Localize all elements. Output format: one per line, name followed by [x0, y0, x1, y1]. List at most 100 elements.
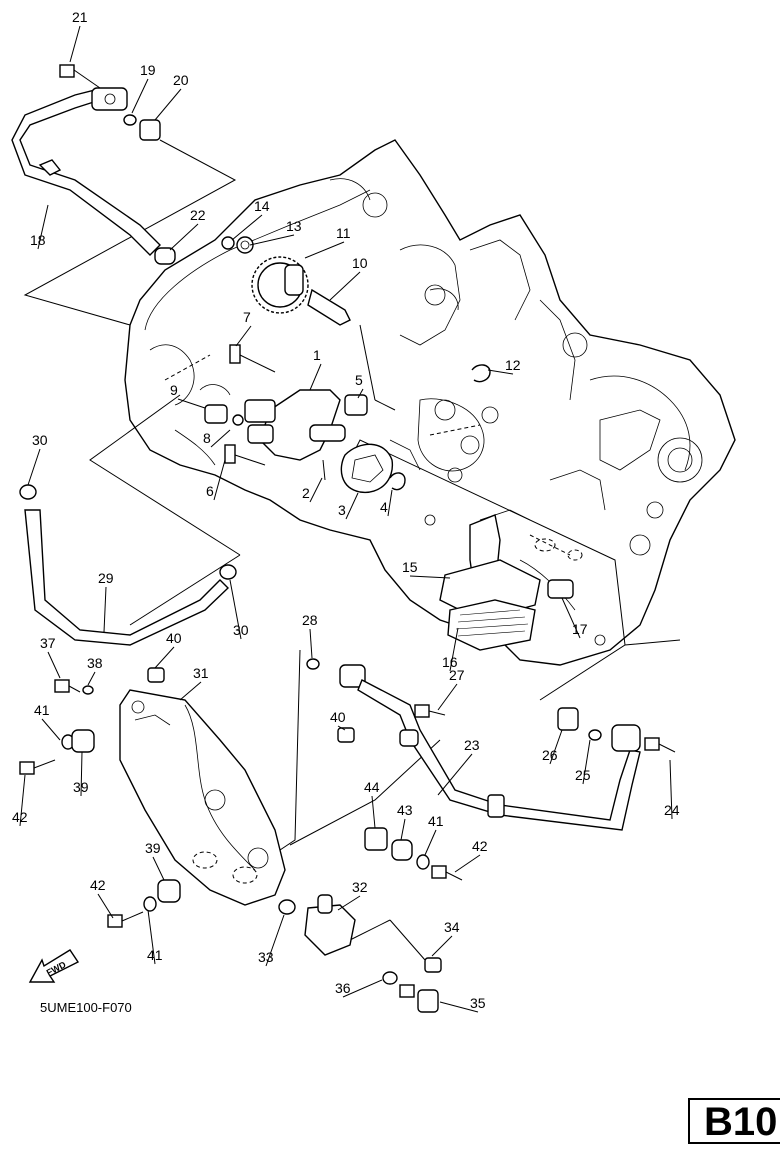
- leader-line: [304, 241, 345, 259]
- part-label: 35: [470, 995, 486, 1011]
- leader-line: [342, 979, 383, 998]
- part-label: 21: [72, 9, 88, 25]
- part-label: 38: [87, 655, 103, 671]
- part-label: 32: [352, 879, 368, 895]
- part-label: 9: [170, 382, 178, 398]
- leader-line: [80, 751, 83, 797]
- leader-line: [345, 492, 359, 520]
- leader-line: [309, 363, 322, 391]
- leader-line: [229, 579, 242, 640]
- part-label: 27: [449, 667, 465, 683]
- fwd-arrow: FWD: [28, 949, 80, 983]
- leader-line: [337, 895, 361, 911]
- leader-line: [103, 586, 107, 633]
- leader-line: [69, 25, 81, 63]
- leader-line: [19, 774, 26, 827]
- part-label: 6: [206, 483, 214, 499]
- leader-line: [249, 234, 295, 246]
- part-label: 23: [464, 737, 480, 753]
- oil-pipe-lower: [306, 658, 676, 881]
- part-label: 37: [40, 635, 56, 651]
- part-label: 33: [258, 949, 274, 965]
- part-label: 31: [193, 665, 209, 681]
- part-label: 15: [402, 559, 418, 575]
- leader-line: [210, 429, 231, 448]
- leader-line: [337, 725, 346, 731]
- leader-line: [439, 1001, 479, 1013]
- oil-strainer: [439, 514, 574, 651]
- part-label: 36: [335, 980, 351, 996]
- leader-line: [669, 759, 673, 820]
- leader-line: [154, 88, 182, 121]
- leader-line: [213, 459, 226, 501]
- part-label: 34: [444, 919, 460, 935]
- part-label: 12: [505, 357, 521, 373]
- leader-line: [454, 854, 481, 873]
- leader-line: [152, 856, 165, 881]
- part-label: 20: [173, 72, 189, 88]
- leader-line: [409, 575, 451, 579]
- crankcase-cover: [19, 667, 355, 928]
- part-label: 19: [140, 62, 156, 78]
- part-label: 40: [166, 630, 182, 646]
- leader-line: [265, 914, 285, 967]
- part-label: 30: [233, 622, 249, 638]
- leader-line: [47, 651, 61, 679]
- part-label: 26: [542, 747, 558, 763]
- part-label: 42: [12, 809, 28, 825]
- leader-line: [424, 829, 437, 856]
- leader-line: [449, 627, 459, 672]
- leader-line: [437, 753, 473, 796]
- leader-line: [437, 683, 458, 711]
- leader-line: [549, 729, 563, 765]
- part-label: 42: [472, 838, 488, 854]
- part-label: 44: [364, 779, 380, 795]
- leader-line: [41, 718, 61, 741]
- diagram-code: 5UME100-F070: [40, 1000, 132, 1015]
- part-label: 10: [352, 255, 368, 271]
- leader-line: [97, 893, 114, 919]
- leader-line: [169, 223, 199, 251]
- part-label: 1: [313, 347, 321, 363]
- part-label: 40: [330, 709, 346, 725]
- part-label: 22: [190, 207, 206, 223]
- leader-line: [147, 909, 156, 965]
- part-label: 17: [572, 621, 588, 637]
- leader-line: [329, 271, 361, 301]
- part-label: 41: [147, 947, 163, 963]
- leader-line: [431, 935, 453, 957]
- leader-line: [87, 671, 96, 686]
- leader-line: [309, 477, 323, 503]
- leader-line: [131, 78, 149, 114]
- part-label: 30: [32, 432, 48, 448]
- part-label: 5: [355, 372, 363, 388]
- leader-line: [231, 214, 263, 241]
- part-label: 42: [90, 877, 106, 893]
- leader-line: [561, 597, 581, 639]
- oil-pump: [204, 344, 406, 494]
- leader-line: [357, 388, 364, 399]
- part-label: 3: [338, 502, 346, 518]
- leader-line: [27, 448, 41, 486]
- leader-line: [371, 795, 376, 829]
- part-label: 18: [30, 232, 46, 248]
- oil-pipe-32: [278, 894, 442, 1013]
- leader-line: [179, 681, 202, 701]
- oil-hose-29: [19, 484, 237, 646]
- part-label: 24: [664, 802, 680, 818]
- leader-line: [154, 646, 175, 669]
- gear-assembly: [221, 236, 491, 383]
- part-label: 13: [286, 218, 302, 234]
- part-label: 4: [380, 499, 388, 515]
- leader-line: [177, 398, 206, 409]
- part-label: 16: [442, 654, 458, 670]
- part-label: 41: [428, 813, 444, 829]
- part-label: 14: [254, 198, 270, 214]
- part-label: 41: [34, 702, 50, 718]
- leader-line: [387, 489, 393, 517]
- part-label: 7: [243, 309, 251, 325]
- part-label: 29: [98, 570, 114, 586]
- part-label: 39: [145, 840, 161, 856]
